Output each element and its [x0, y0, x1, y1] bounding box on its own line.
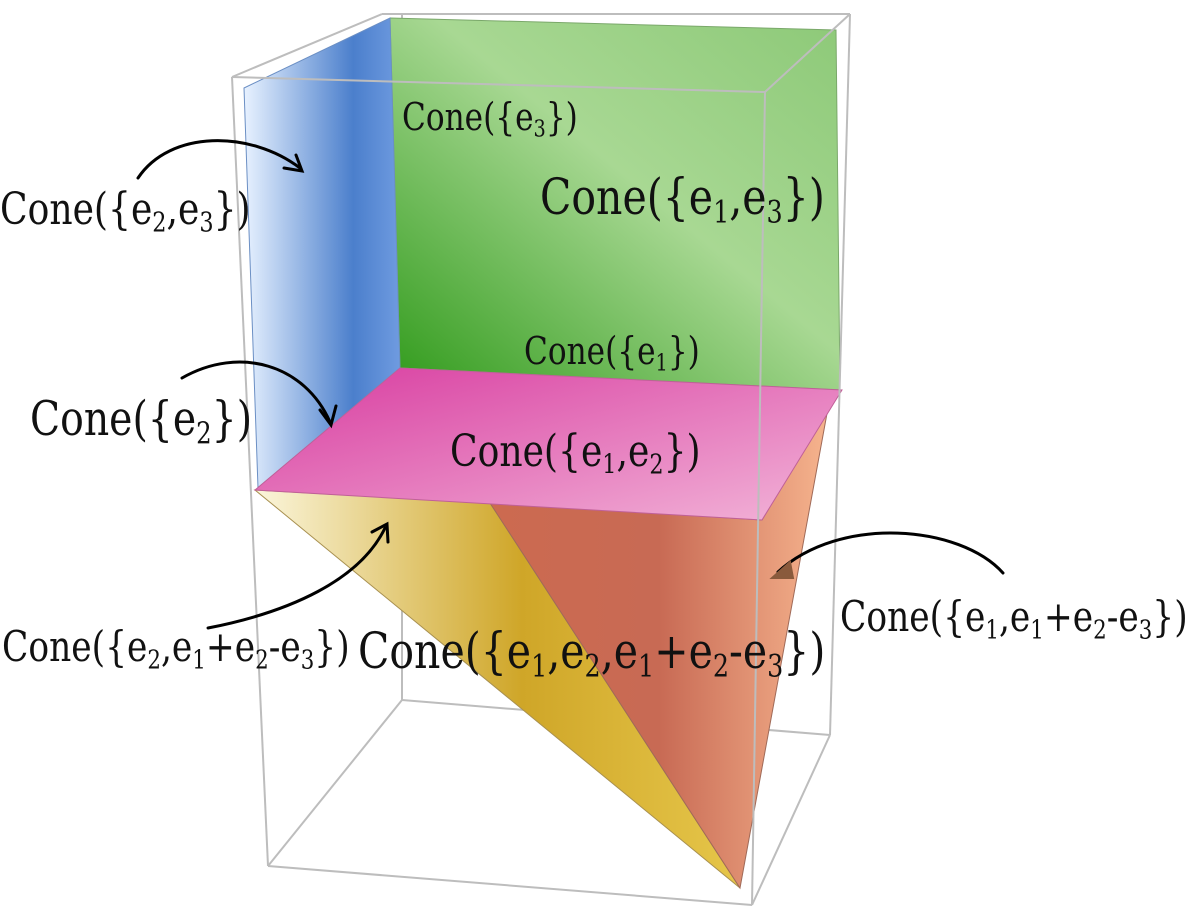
- label-cone-e2: Cone({e2}): [30, 391, 253, 452]
- label-cone-e3: Cone({e3}): [402, 95, 578, 143]
- face-cone-e1-e2: [253, 367, 843, 521]
- arrow-cone-e2: [180, 360, 338, 429]
- arrow-cone-e1-e1pe2me3: [769, 531, 1005, 579]
- arrow-cone-e2-e3: [136, 139, 305, 180]
- label-cone-e1-e1pe2me3: Cone({e1,e1+e2-e3}): [840, 592, 1188, 646]
- cone-diagram: [136, 13, 1005, 906]
- label-cone-e1-e2: Cone({e1,e2}): [450, 426, 701, 481]
- label-cone-e1: Cone({e1}): [524, 329, 700, 377]
- arrow-cone-e2-e1pe2me3: [206, 521, 390, 630]
- box-front-edges: [231, 13, 851, 906]
- label-cone-e1-e2-e1pe2me3: Cone({e1,e2,e1+e2-e3}): [358, 622, 826, 685]
- label-cone-e1-e3: Cone({e1,e3}): [540, 168, 825, 231]
- label-cone-e2-e1pe2me3: Cone({e2,e1+e2-e3}): [2, 622, 350, 676]
- label-cone-e2-e3: Cone({e2,e3}): [0, 184, 251, 239]
